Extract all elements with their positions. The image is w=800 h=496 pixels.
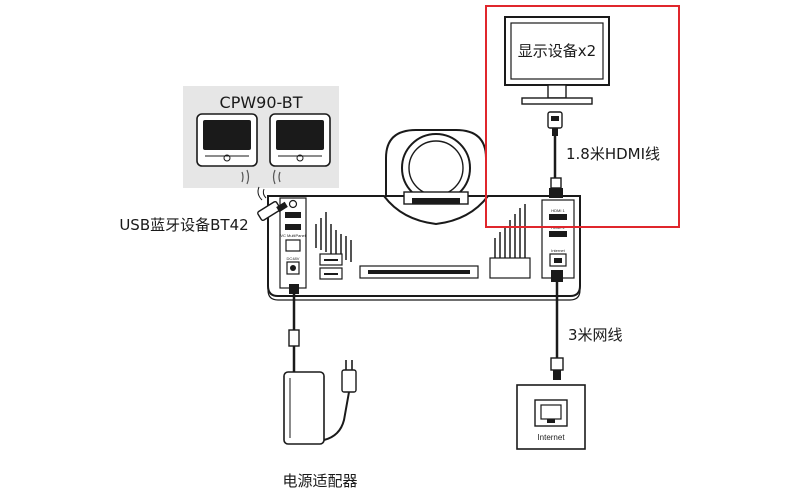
display-highlight-box (485, 5, 680, 228)
wireless-mic-left (196, 113, 258, 167)
mic-model-label: CPW90-BT (220, 93, 303, 112)
wall-jack-label: Internet (537, 433, 565, 442)
usb-bt-label: USB蓝牙设备BT42 (119, 216, 248, 234)
port-internet-label: Internet (551, 248, 565, 253)
right-vents (494, 204, 526, 258)
left-vents (315, 212, 352, 262)
display-label: 显示设备x2 (518, 42, 596, 60)
plug-icon (341, 360, 357, 393)
bluetooth-signal-icon (257, 186, 267, 201)
wireless-signal-icon (241, 169, 281, 185)
port-hdmi1-label: HDMI 1 (551, 208, 565, 213)
rj45-port (285, 239, 301, 252)
wall-network-jack: Internet (516, 384, 586, 450)
hdmi2-port (549, 231, 567, 237)
wireless-mic-group: CPW90-BT (183, 86, 339, 188)
usb-port (285, 212, 301, 218)
power-adapter-label: 电源适配器 (282, 472, 357, 490)
display-monitor: 显示设备x2 (504, 16, 610, 105)
lan-cable (550, 270, 564, 380)
usb-port (285, 224, 301, 230)
power-button-icon (288, 199, 298, 209)
mic-button-icon (296, 154, 304, 162)
lan-cable-label: 3米网线 (568, 326, 623, 344)
base-unit: VC MultiPanel DC48V HDMI 1 HDMI (267, 195, 581, 301)
hdmi-cable (547, 111, 563, 198)
hdmi-cable-label: 1.8米HDMI线 (566, 145, 660, 163)
usb-bluetooth-dongle (257, 186, 288, 222)
power-adapter (283, 360, 357, 445)
hdmi1-port (549, 214, 567, 220)
power-cable (288, 284, 300, 372)
port-dc-label: DC48V (287, 256, 300, 261)
wireless-mic-right (269, 113, 331, 167)
mic-button-icon (223, 154, 231, 162)
port-vc-label: VC MultiPanel (280, 233, 305, 238)
camera (385, 129, 487, 205)
